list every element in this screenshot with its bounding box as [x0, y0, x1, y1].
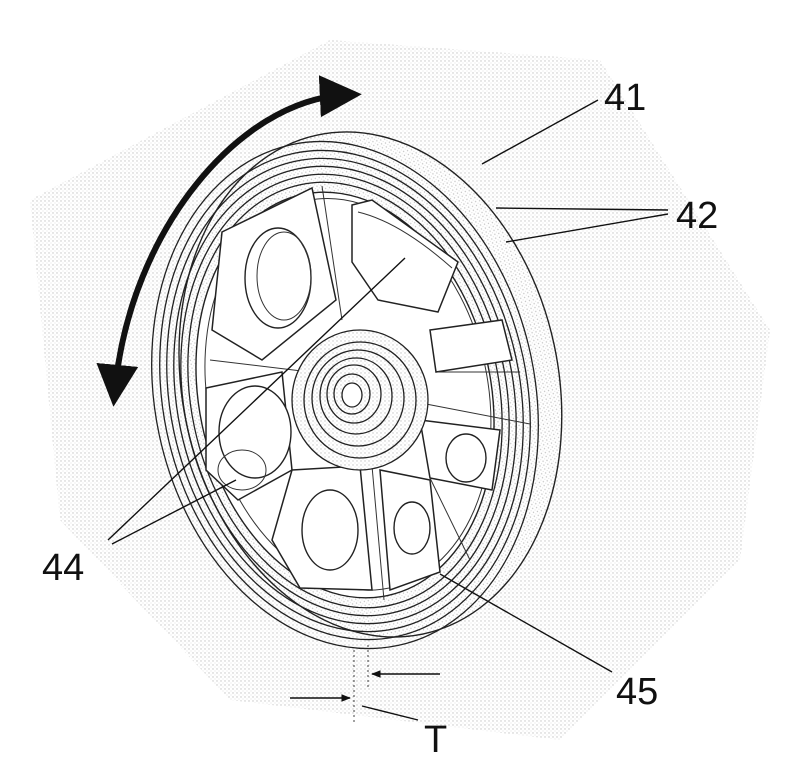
label-42: 42 [676, 195, 718, 237]
hole-left-inner [217, 449, 267, 491]
leader-44b [111, 479, 237, 545]
leader-44a [107, 257, 406, 541]
label-t: T [424, 719, 447, 761]
leader-42a [495, 207, 669, 211]
rotation-arrow-icon [96, 75, 362, 407]
hole-lower-right [445, 433, 487, 483]
hole-bottom [301, 489, 359, 571]
label-44: 44 [42, 547, 84, 589]
hole-bottom-right [393, 501, 431, 555]
pocket-right [429, 319, 513, 373]
hole-top-left [244, 227, 312, 329]
hub-center [341, 382, 363, 408]
label-45: 45 [616, 671, 658, 713]
spoke-5 [371, 465, 385, 601]
leader-45 [439, 573, 613, 673]
leader-41 [481, 99, 599, 165]
hub [291, 329, 429, 471]
leader-42b [505, 213, 669, 243]
leader-t [361, 705, 419, 721]
spoke-6 [429, 477, 471, 561]
label-41: 41 [604, 77, 646, 119]
spoke-4 [425, 403, 531, 425]
pocket-top-right-face [357, 211, 453, 269]
